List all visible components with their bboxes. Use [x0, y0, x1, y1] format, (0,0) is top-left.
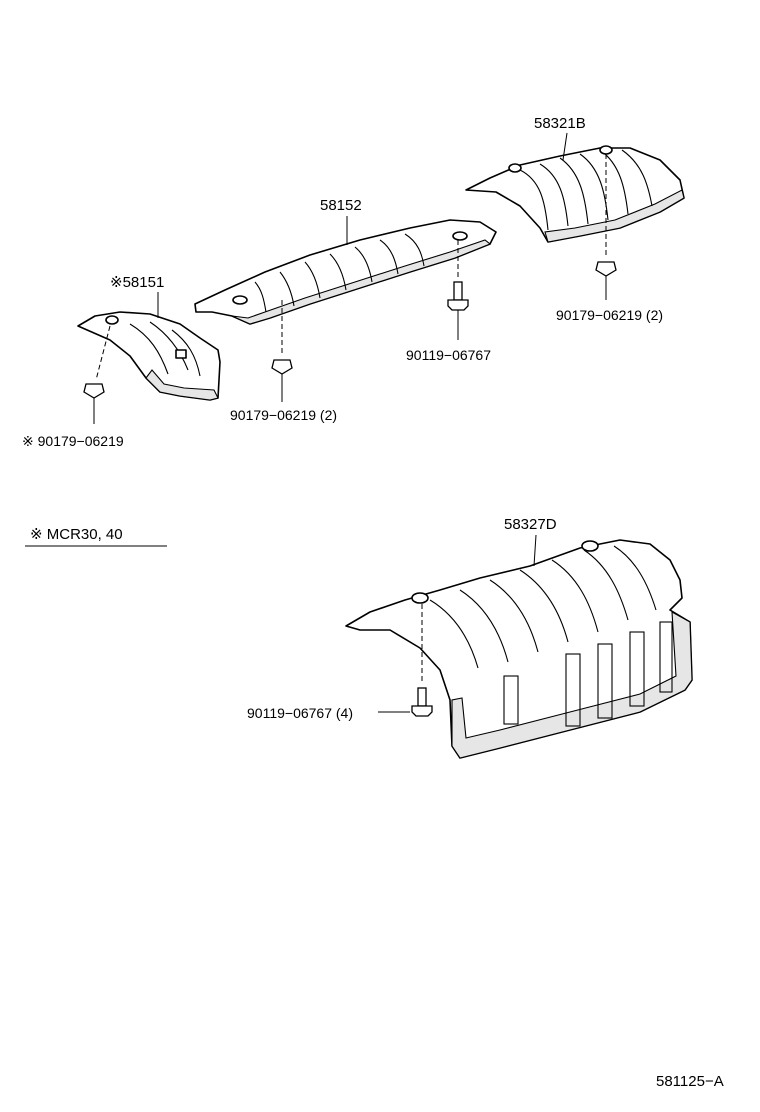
bolt-90119-06767-center[interactable]	[447, 281, 469, 311]
label-nut-mid: 90179−06219 (2)	[230, 407, 337, 423]
diagram-code: 581125−A	[656, 1073, 724, 1090]
model-note: ※ MCR30, 40	[30, 526, 123, 543]
label-bolt-large: 90119−06767 (4)	[247, 705, 353, 721]
nut-90179-06219-left[interactable]	[83, 383, 105, 399]
label-58152: 58152	[320, 197, 362, 214]
label-58151: ※58151	[110, 274, 164, 291]
heat-shield-58151[interactable]	[77, 311, 221, 401]
heat-shield-58327d[interactable]	[345, 539, 693, 759]
label-nut-right: 90179−06219 (2)	[556, 307, 663, 323]
label-58327d: 58327D	[504, 516, 557, 533]
heat-shield-58152[interactable]	[194, 219, 497, 325]
heat-shield-58321b[interactable]	[465, 145, 685, 243]
nut-90179-06219-right[interactable]	[595, 261, 617, 277]
label-nut-left: ※ 90179−06219	[22, 433, 124, 449]
nut-90179-06219-mid[interactable]	[271, 359, 293, 375]
bolt-90119-06767-large[interactable]	[411, 687, 433, 717]
label-bolt-center: 90119−06767	[406, 347, 491, 363]
label-58321b: 58321B	[534, 115, 586, 132]
